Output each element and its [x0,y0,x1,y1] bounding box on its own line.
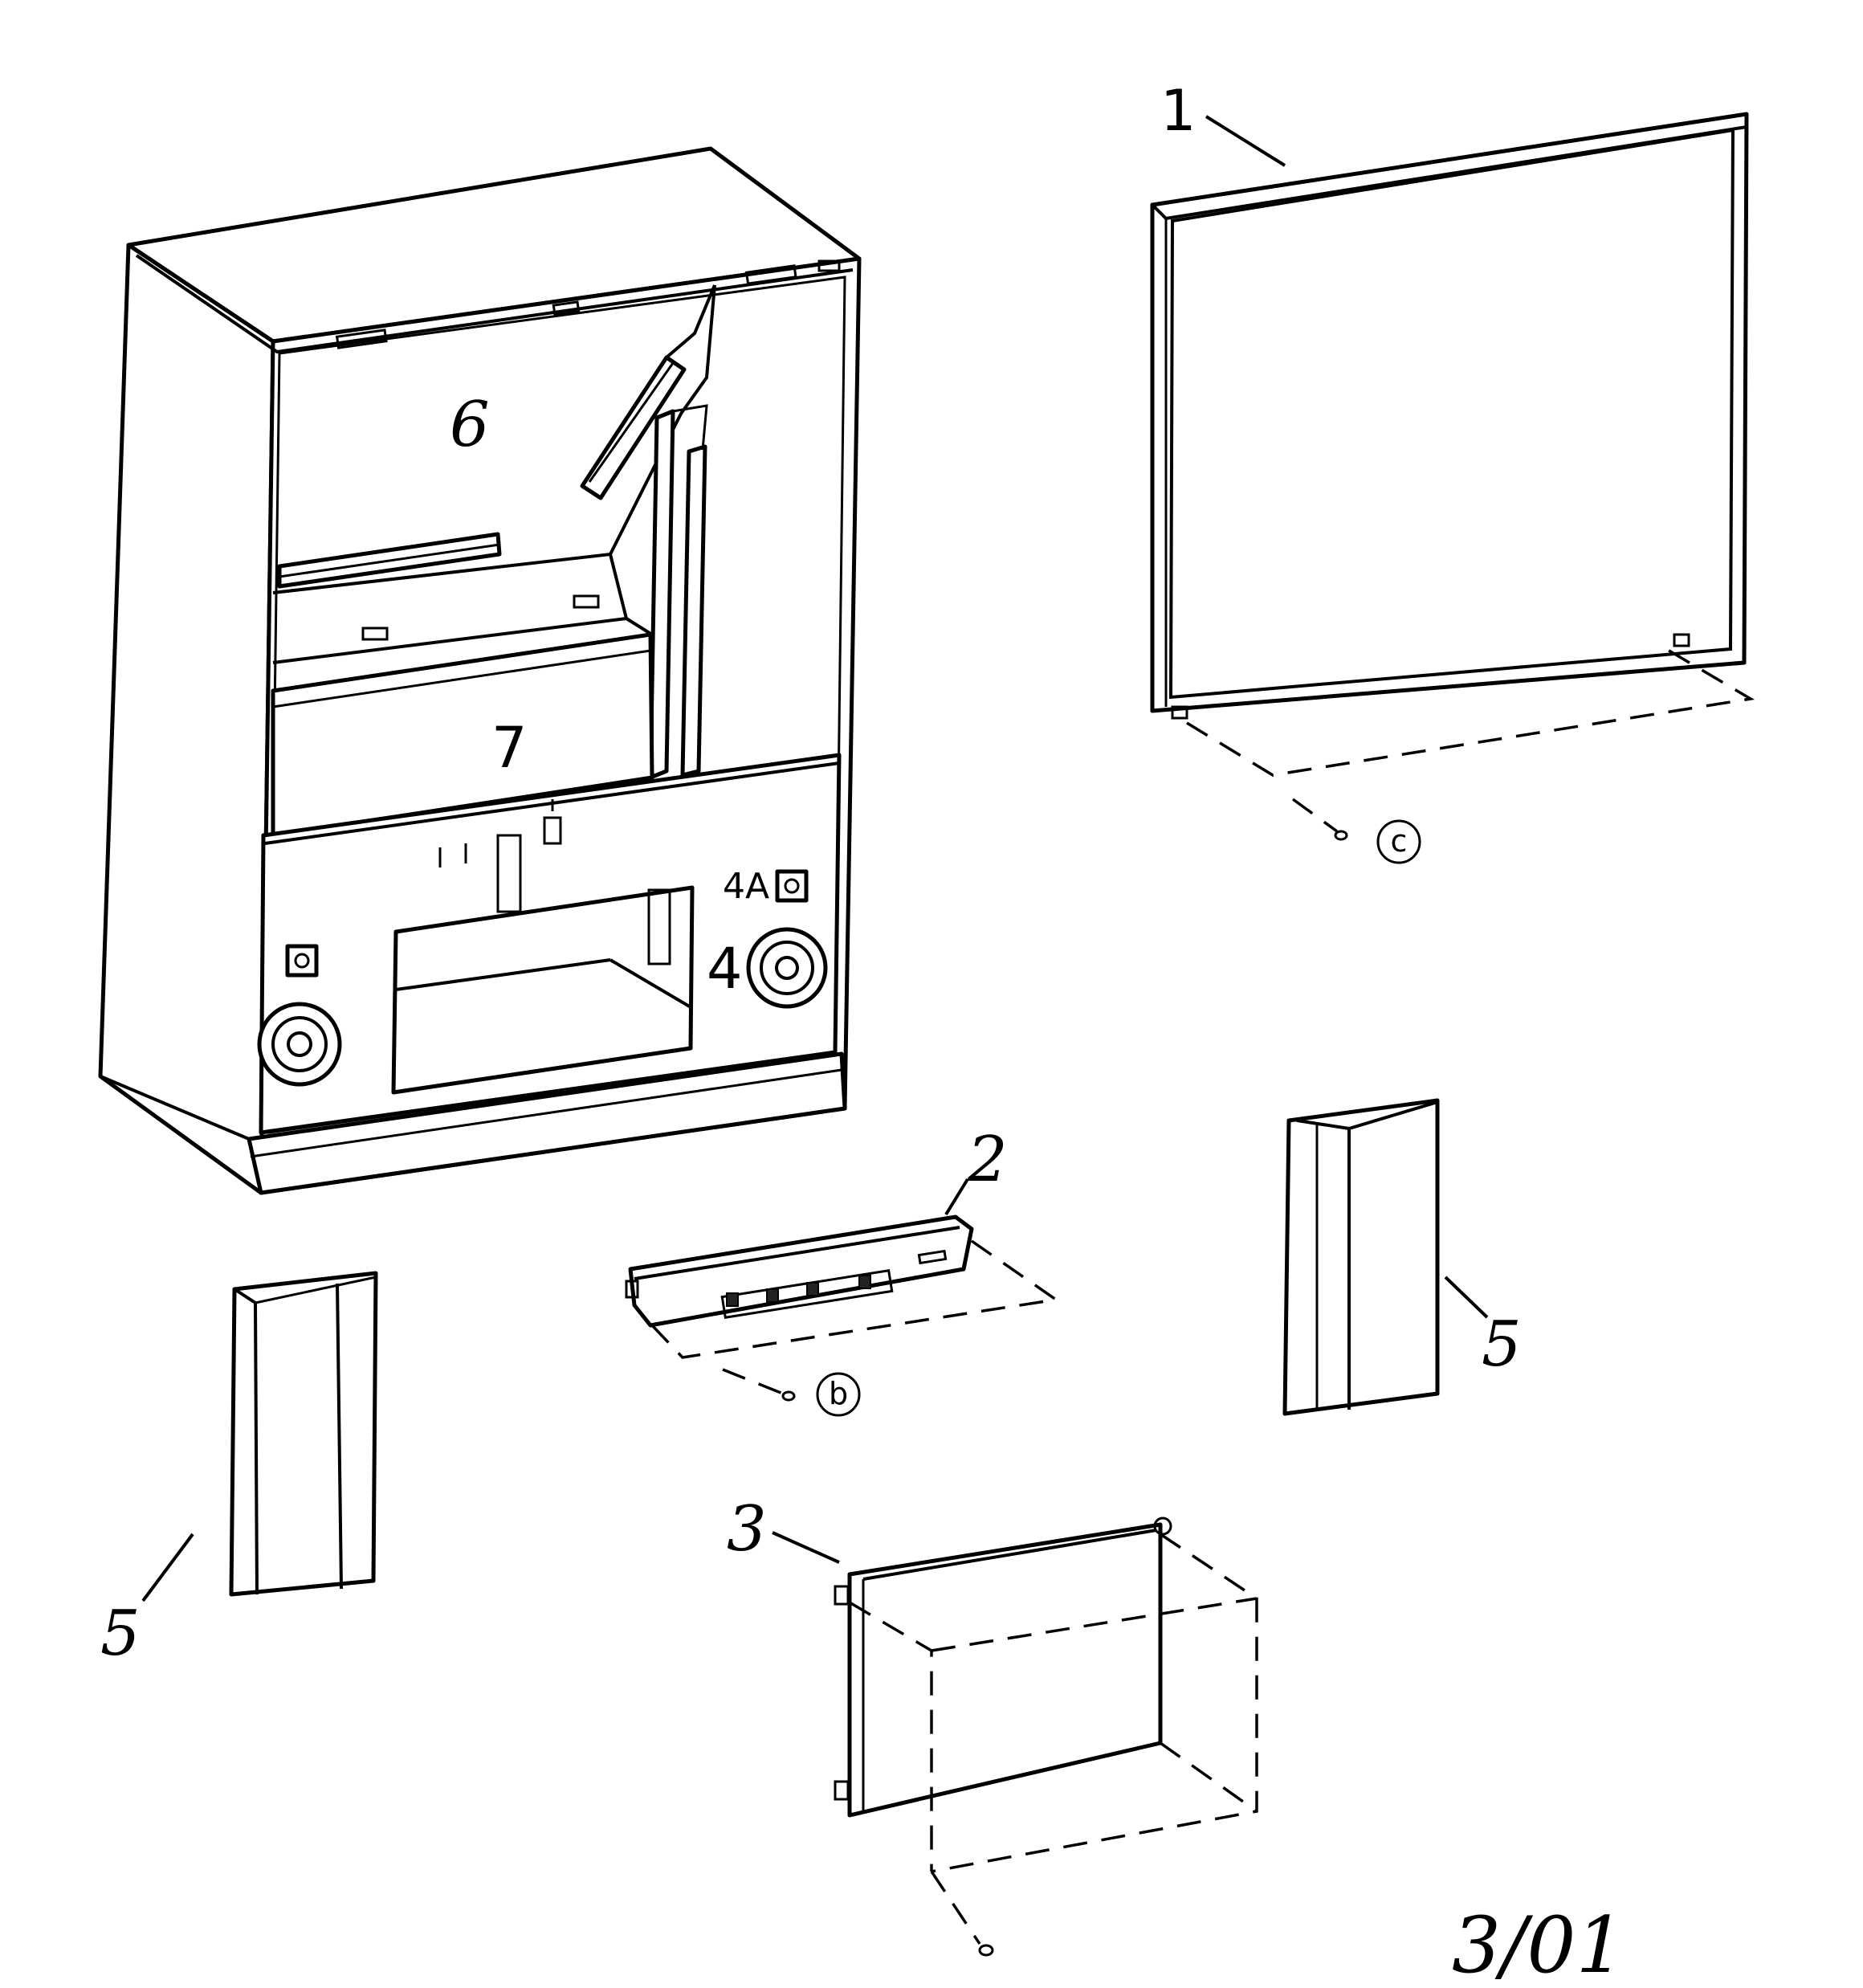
screw-c-marker [1376,819,1421,864]
callout-upper-cavity: 6 [450,389,490,461]
callout-speaker: 4 [707,936,743,1002]
side-panel-right [1282,1098,1440,1416]
revision-date: 3/01 [1452,1900,1625,1988]
control-panel: b [625,1214,1060,1417]
screw-b-label: b [829,1376,848,1411]
callout-lower-cavity: 7 [491,715,528,781]
callout-door: 3 [727,1493,767,1565]
callout-speaker-small: 4A [723,866,769,907]
screen-frame [1150,112,1749,713]
cabinet-base [247,1051,847,1195]
speaker-left [257,944,342,1087]
screw-c-label: c [1391,823,1408,859]
center-opening [391,885,695,1095]
callout-control-panel: 2 [967,1124,1008,1196]
screw-b-marker [816,1372,861,1417]
door [834,1517,1258,1957]
callout-screen: 1 [1160,78,1196,144]
lower-cavity [271,632,654,838]
cabinet-left-side [98,243,275,1195]
screen-assembly: c [1150,112,1755,864]
callout-side-left: 5 [100,1598,141,1670]
side-panel-left [229,1271,378,1597]
callout-side-right: 5 [1482,1308,1522,1381]
speaker-right [746,869,828,1009]
cabinet [98,146,862,1195]
mirror-brace [580,355,687,500]
